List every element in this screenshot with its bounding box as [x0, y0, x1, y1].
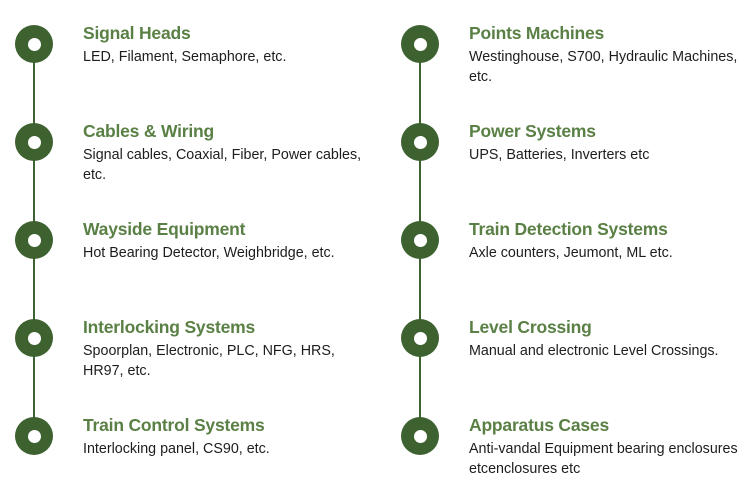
- list-item-text: Train Detection Systems Axle counters, J…: [469, 219, 741, 263]
- list-item[interactable]: Apparatus Cases Anti-vandal Equipment be…: [386, 392, 741, 490]
- list-item-title: Interlocking Systems: [83, 317, 256, 337]
- list-item-text: Interlocking Systems Spoorplan, Electron…: [83, 317, 365, 381]
- timeline-dot-icon: [401, 25, 439, 63]
- list-item-description: Spoorplan, Electronic, PLC, NFG, HRS, HR…: [83, 342, 335, 379]
- list-item[interactable]: Level Crossing Manual and electronic Lev…: [386, 294, 741, 392]
- list-item-text: Cables & Wiring Signal cables, Coaxial, …: [83, 121, 365, 185]
- list-item-title: Train Detection Systems: [469, 219, 668, 239]
- list-item-text: Signal Heads LED, Filament, Semaphore, e…: [83, 23, 365, 67]
- list-item-description: Axle counters, Jeumont, ML etc.: [469, 244, 673, 261]
- list-item-title: Cables & Wiring: [83, 121, 215, 141]
- list-item-title: Signal Heads: [83, 23, 191, 43]
- list-item-description: UPS, Batteries, Inverters etc: [469, 146, 650, 163]
- timeline-dot-icon: [15, 319, 53, 357]
- list-item-description: Anti-vandal Equipment bearing enclosures…: [469, 440, 738, 477]
- list-item-text: Apparatus Cases Anti-vandal Equipment be…: [469, 415, 741, 479]
- list-item-text: Wayside Equipment Hot Bearing Detector, …: [83, 219, 365, 263]
- timeline-dot-icon: [401, 221, 439, 259]
- list-item[interactable]: Cables & Wiring Signal cables, Coaxial, …: [0, 98, 370, 196]
- list-item-description: Westinghouse, S700, Hydraulic Machines, …: [469, 48, 738, 85]
- list-item[interactable]: Points Machines Westinghouse, S700, Hydr…: [386, 0, 741, 98]
- list-item[interactable]: Train Control Systems Interlocking panel…: [0, 392, 370, 490]
- list-item-title: Points Machines: [469, 23, 605, 43]
- list-item-title: Train Control Systems: [83, 415, 265, 435]
- list-item-title: Level Crossing: [469, 317, 592, 337]
- list-item-text: Level Crossing Manual and electronic Lev…: [469, 317, 741, 361]
- list-item-description: Interlocking panel, CS90, etc.: [83, 440, 270, 457]
- list-item[interactable]: Interlocking Systems Spoorplan, Electron…: [0, 294, 370, 392]
- timeline-dot-icon: [15, 417, 53, 455]
- list-item-title: Power Systems: [469, 121, 596, 141]
- timeline-dot-icon: [15, 25, 53, 63]
- left-column: Signal Heads LED, Filament, Semaphore, e…: [0, 0, 370, 486]
- list-item[interactable]: Train Detection Systems Axle counters, J…: [386, 196, 741, 294]
- list-item-title: Apparatus Cases: [469, 415, 609, 435]
- timeline-dot-icon: [401, 319, 439, 357]
- list-item-description: Manual and electronic Level Crossings.: [469, 342, 719, 359]
- timeline-dot-icon: [401, 417, 439, 455]
- list-item-title: Wayside Equipment: [83, 219, 246, 239]
- timeline-dot-icon: [401, 123, 439, 161]
- list-item-description: Signal cables, Coaxial, Fiber, Power cab…: [83, 146, 362, 183]
- list-item[interactable]: Wayside Equipment Hot Bearing Detector, …: [0, 196, 370, 294]
- list-item-text: Power Systems UPS, Batteries, Inverters …: [469, 121, 741, 165]
- timeline-dot-icon: [15, 123, 53, 161]
- list-item[interactable]: Signal Heads LED, Filament, Semaphore, e…: [0, 0, 370, 98]
- list-item[interactable]: Power Systems UPS, Batteries, Inverters …: [386, 98, 741, 196]
- list-item-description: LED, Filament, Semaphore, etc.: [83, 48, 287, 65]
- timeline-dot-icon: [15, 221, 53, 259]
- list-item-description: Hot Bearing Detector, Weighbridge, etc.: [83, 244, 335, 261]
- list-item-text: Train Control Systems Interlocking panel…: [83, 415, 365, 459]
- list-item-text: Points Machines Westinghouse, S700, Hydr…: [469, 23, 741, 87]
- right-column: Points Machines Westinghouse, S700, Hydr…: [386, 0, 741, 486]
